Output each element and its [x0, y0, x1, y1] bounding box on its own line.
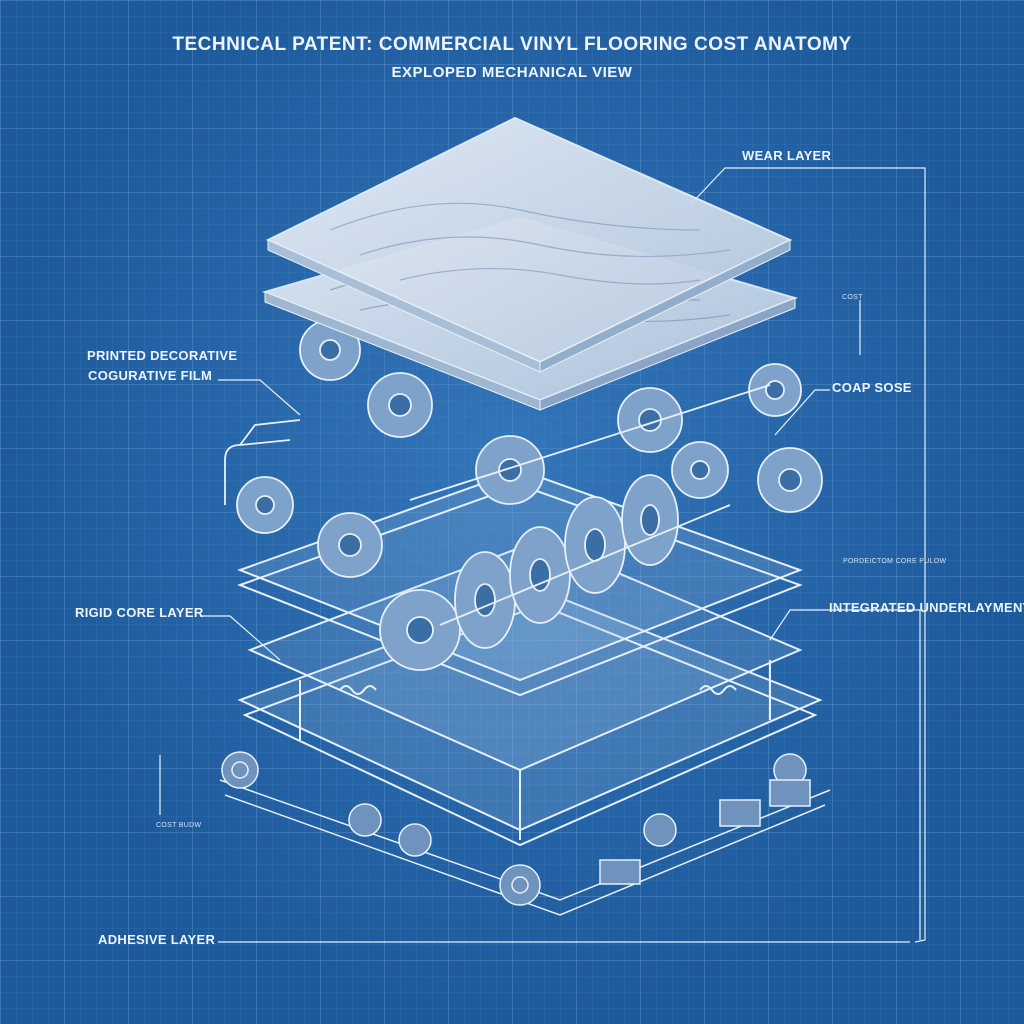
dimension-note-left: COST BUDW [156, 822, 202, 829]
note-mid-right: PORDEICTOM CORE PULOW [843, 558, 947, 565]
callout-printed-film-line2: COGURATIVE FILM [88, 368, 213, 383]
callout-rigid-core-layer: RIGID CORE LAYER [75, 605, 204, 620]
wear-layer-plate [265, 116, 793, 373]
dimension-note-top-right: COST [842, 294, 863, 301]
gear-mechanism [224, 319, 823, 671]
callout-integrated-underlayment: INTEGRATED UNDERLAYMENT [829, 600, 1024, 615]
callout-printed-film-line1: PRINTED DECORATIVE [87, 348, 238, 363]
page-subtitle: EXPLOPED MECHANICAL VIEW [391, 64, 633, 81]
callout-adhesive-layer: ADHESIVE LAYER [98, 932, 216, 947]
callout-leaders [159, 167, 926, 943]
page-title: TECHNICAL PATENT: COMMERCIAL VINYL FLOOR… [172, 34, 852, 55]
callout-coap-sose: COAP SOSE [832, 380, 912, 395]
adhesive-roller-assembly [219, 751, 831, 916]
callout-wear-layer: WEAR LAYER [742, 148, 832, 163]
